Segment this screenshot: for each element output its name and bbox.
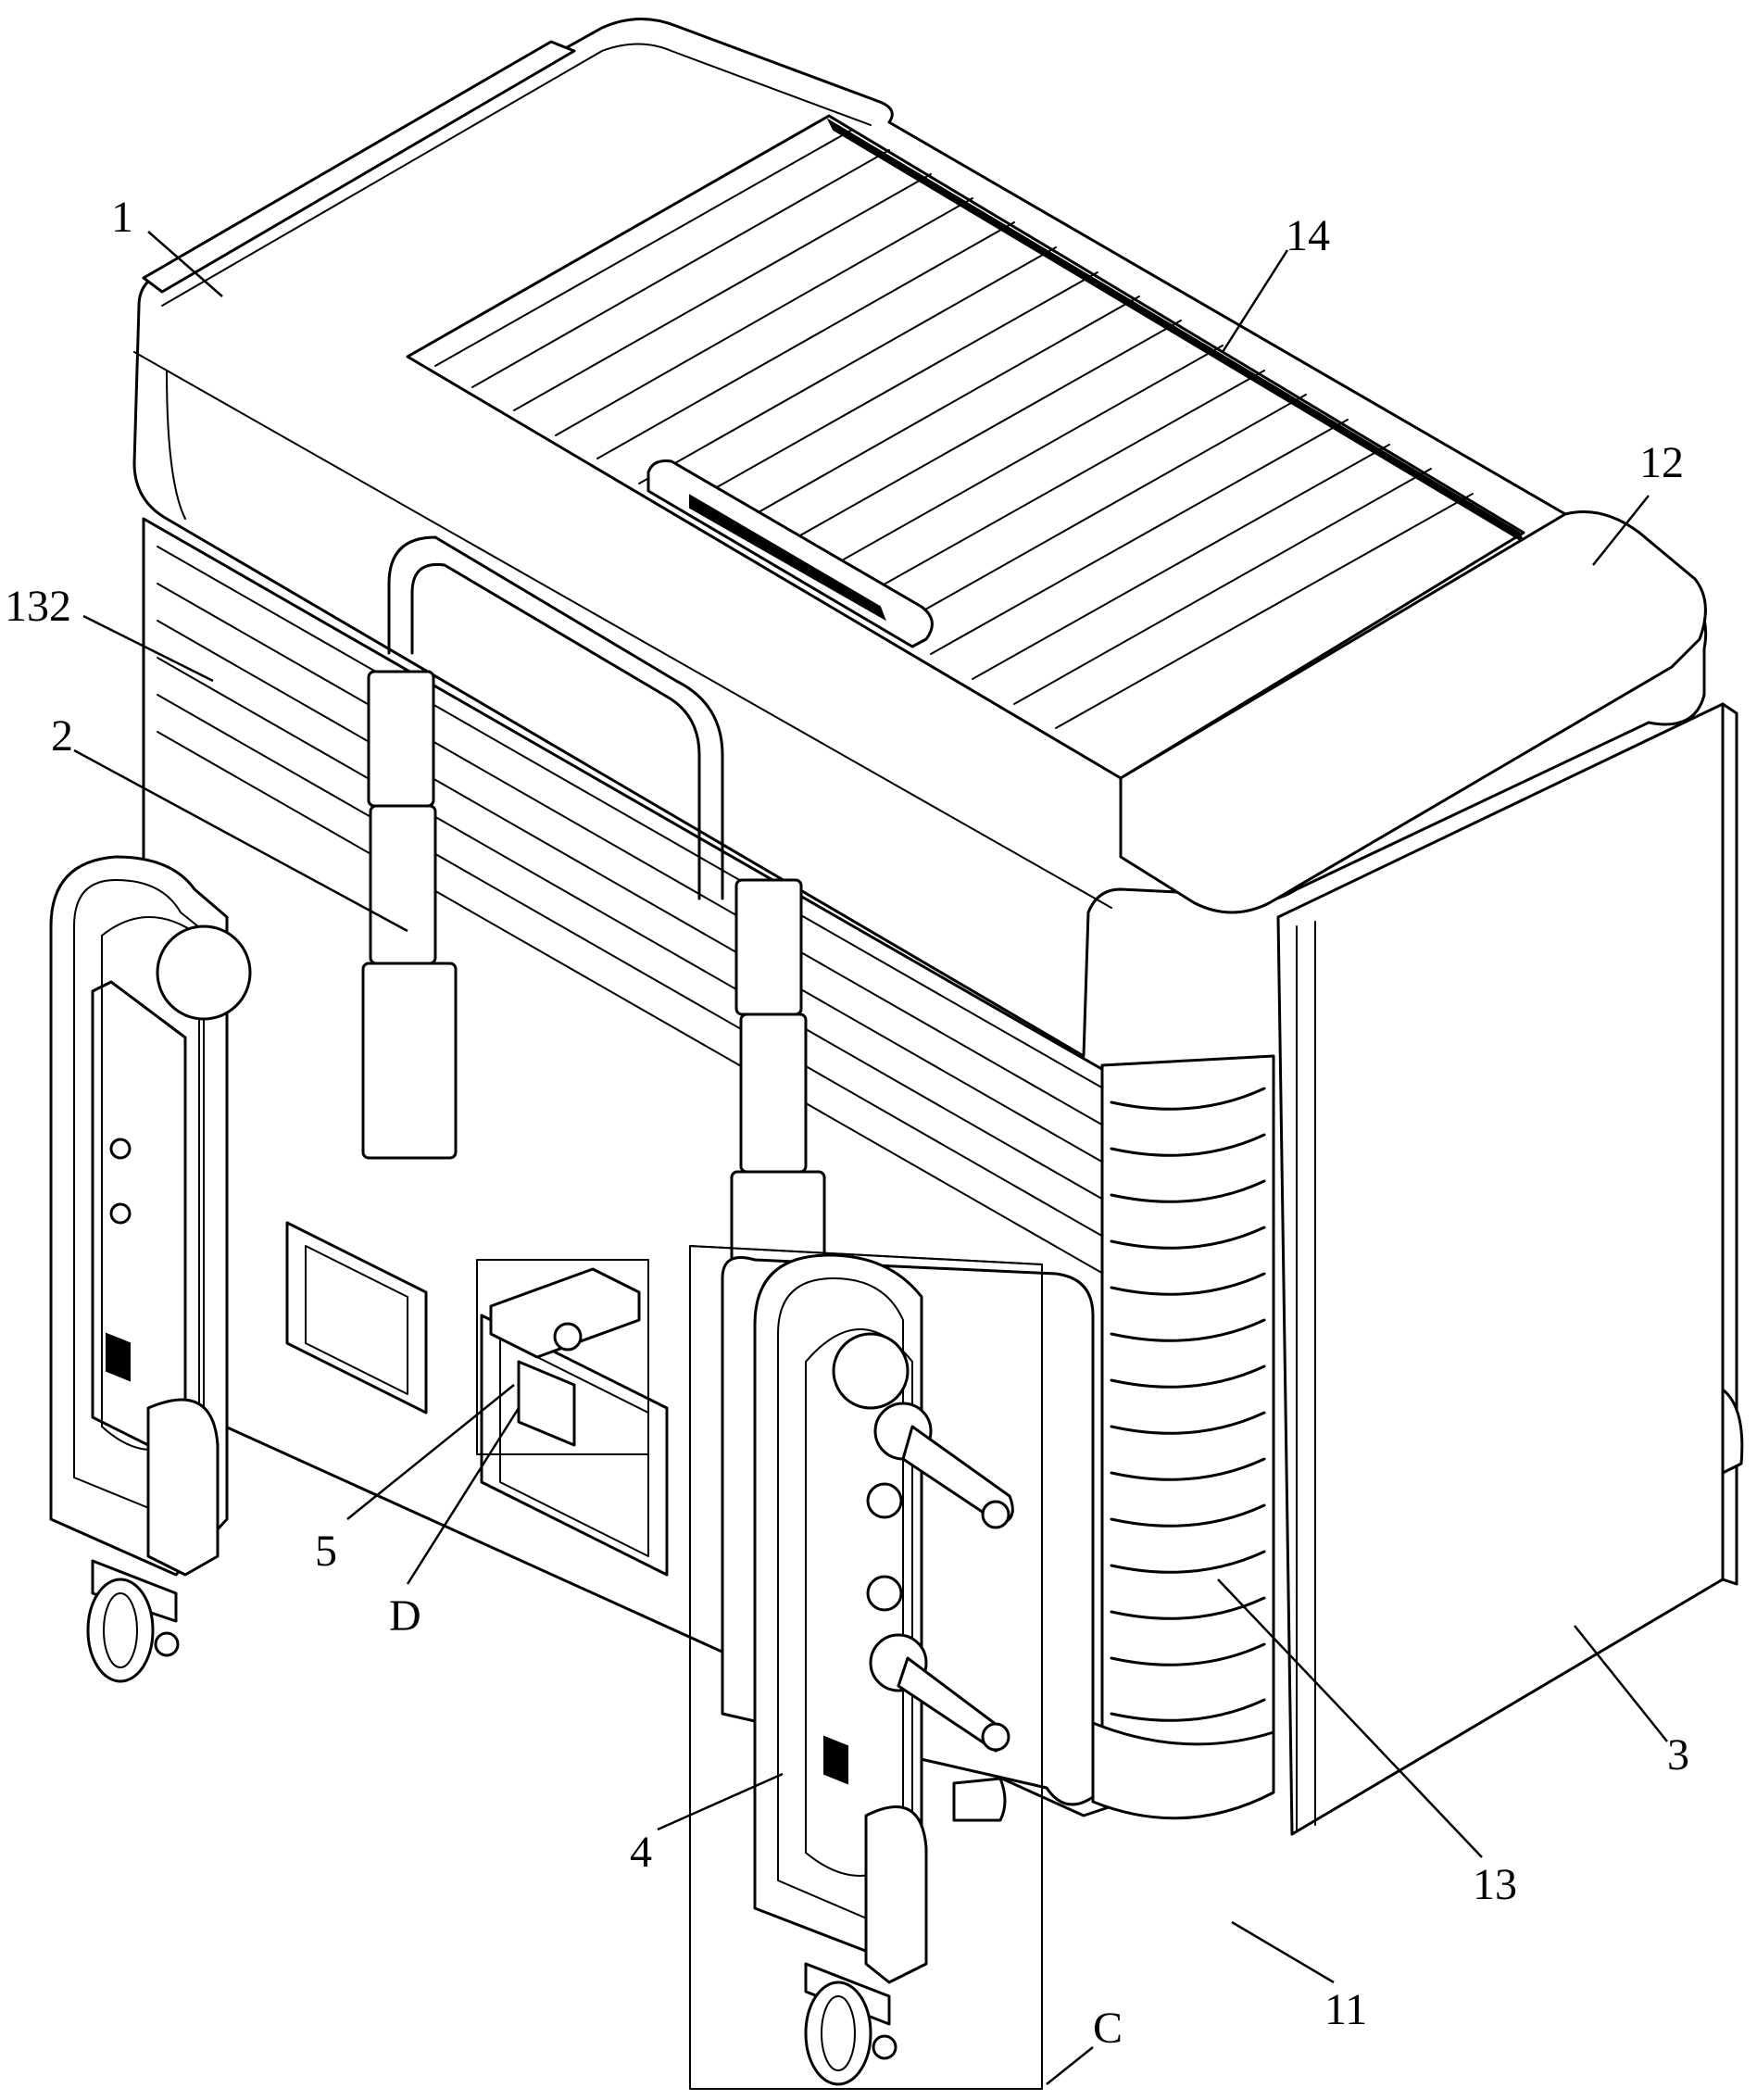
reference-numerals: 1 14 12 132 2 5 D 4 C 11 13 3 bbox=[5, 193, 1689, 2053]
label-132: 132 bbox=[5, 582, 71, 631]
fin-stack bbox=[1100, 1054, 1275, 1802]
label-4: 4 bbox=[630, 1828, 652, 1877]
label-3: 3 bbox=[1667, 1730, 1689, 1779]
label-14: 14 bbox=[1286, 211, 1330, 260]
detail-box-d bbox=[476, 1259, 649, 1455]
label-c: C bbox=[1093, 2004, 1123, 2053]
label-2: 2 bbox=[51, 711, 73, 761]
detail-box-c bbox=[689, 1245, 1043, 2090]
label-12: 12 bbox=[1639, 438, 1684, 487]
label-1: 1 bbox=[111, 193, 133, 242]
left-track-assembly bbox=[49, 855, 252, 1683]
label-d: D bbox=[389, 1591, 421, 1641]
lid-handle bbox=[646, 459, 934, 648]
label-13: 13 bbox=[1473, 1860, 1517, 1909]
label-5: 5 bbox=[315, 1527, 337, 1576]
leader-lines bbox=[73, 231, 1668, 2085]
slatted-panel bbox=[406, 114, 1526, 780]
latch-assembly bbox=[489, 1267, 641, 1447]
top-right-block bbox=[1119, 510, 1707, 914]
right-side-panel bbox=[1276, 702, 1744, 1836]
right-track-assembly bbox=[721, 1253, 1095, 2086]
lid-left-rail bbox=[142, 40, 576, 294]
bottom-base bbox=[1091, 1721, 1275, 1820]
label-11: 11 bbox=[1324, 1985, 1367, 2034]
